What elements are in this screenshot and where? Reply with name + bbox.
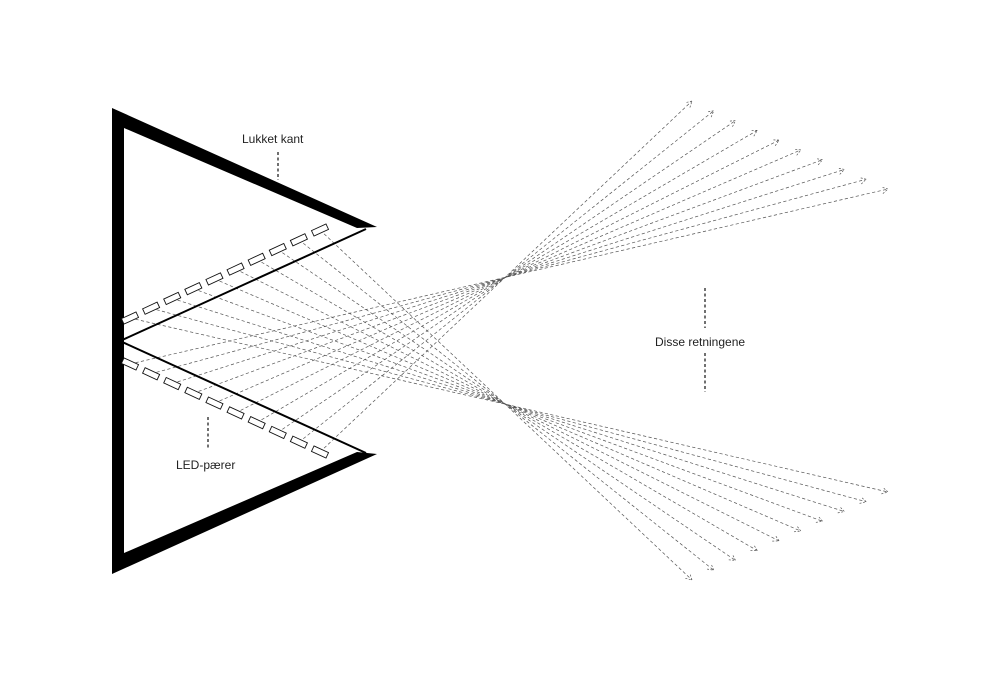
led-bulb-lower-4 bbox=[184, 386, 203, 401]
upper-beam-6 bbox=[235, 268, 780, 542]
led-bulb-upper-7 bbox=[247, 252, 266, 267]
lower-panel-edge bbox=[119, 340, 367, 454]
led-bulb-upper-3 bbox=[163, 291, 182, 306]
upper-beam-3-arrowhead bbox=[837, 506, 846, 514]
upper-beam-7 bbox=[256, 259, 758, 551]
led-bulb-lower-9 bbox=[289, 435, 309, 449]
upper-beam-1-arrowhead bbox=[881, 487, 889, 495]
led-bulb-upper-9 bbox=[289, 233, 309, 247]
closed-edge-label: Lukket kant bbox=[242, 132, 304, 146]
led-bulb-lower-10 bbox=[310, 445, 330, 459]
lower-beam-7-arrowhead bbox=[750, 129, 758, 137]
upper-beam-4-arrowhead bbox=[815, 515, 824, 523]
lower-light-beams bbox=[129, 100, 889, 453]
lower-beam-6-arrowhead bbox=[772, 139, 780, 146]
upper-beam-7-arrowhead bbox=[750, 544, 758, 552]
upper-beam-5-arrowhead bbox=[794, 525, 802, 533]
upper-beam-2-arrowhead bbox=[859, 496, 867, 504]
led-bulb-lower-5 bbox=[205, 396, 224, 410]
upper-beam-10 bbox=[319, 229, 693, 581]
upper-beam-9 bbox=[298, 239, 714, 571]
led-bulb-lower-8 bbox=[268, 425, 287, 440]
directions-label: Disse retningene bbox=[655, 335, 745, 349]
lower-beam-7 bbox=[256, 130, 758, 423]
lower-beam-9-arrowhead bbox=[706, 110, 715, 118]
lower-beam-9 bbox=[298, 110, 714, 443]
closed-edge-frame bbox=[112, 108, 377, 574]
led-bulb-upper-5 bbox=[205, 272, 224, 286]
lower-beam-10 bbox=[319, 100, 693, 453]
led-bulb-upper-6 bbox=[226, 262, 245, 276]
lower-beam-4-arrowhead bbox=[815, 158, 824, 166]
led-bulb-lower-7 bbox=[247, 415, 266, 430]
upper-led-row bbox=[120, 223, 330, 325]
led-bulb-upper-2 bbox=[141, 301, 161, 315]
led-bulb-lower-1 bbox=[120, 357, 140, 371]
frame-opening bbox=[357, 227, 377, 454]
lower-beam-2-arrowhead bbox=[859, 177, 867, 185]
lower-beam-1-arrowhead bbox=[881, 186, 889, 194]
upper-beam-6-arrowhead bbox=[772, 535, 780, 542]
led-bulb-upper-8 bbox=[268, 242, 287, 257]
lower-beam-8-arrowhead bbox=[728, 120, 737, 127]
lower-led-row bbox=[120, 357, 330, 459]
led-bulb-upper-1 bbox=[120, 311, 140, 325]
lower-beam-10-arrowhead bbox=[685, 100, 693, 108]
led-bulb-lower-2 bbox=[141, 367, 161, 381]
led-bulbs-label: LED-pærer bbox=[176, 458, 235, 472]
led-bulb-lower-6 bbox=[226, 406, 245, 420]
upper-beam-10-arrowhead bbox=[685, 573, 693, 581]
led-bulb-upper-10 bbox=[310, 223, 330, 237]
lower-beam-6 bbox=[235, 139, 780, 414]
upper-light-beams bbox=[129, 229, 889, 581]
led-bulb-upper-4 bbox=[184, 281, 203, 296]
lower-beam-3-arrowhead bbox=[837, 167, 846, 175]
upper-beam-9-arrowhead bbox=[706, 563, 715, 571]
led-bulb-lower-3 bbox=[163, 376, 182, 391]
lower-beam-5-arrowhead bbox=[794, 148, 802, 156]
upper-beam-8-arrowhead bbox=[728, 554, 737, 561]
upper-panel-edge bbox=[119, 228, 367, 342]
